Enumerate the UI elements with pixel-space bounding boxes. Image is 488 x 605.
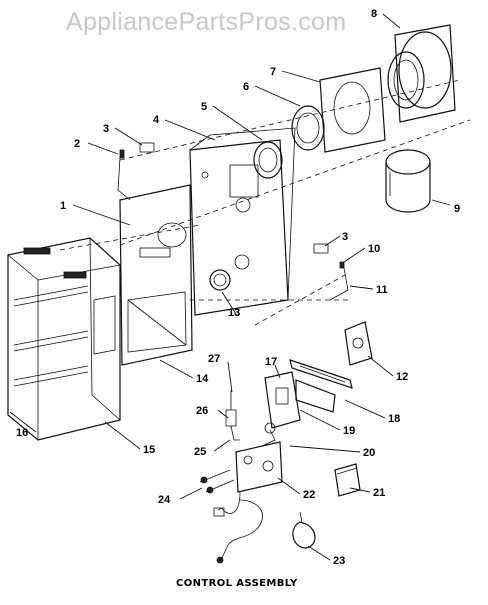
burner-assembly (264, 359, 353, 429)
callout-9: 9 (454, 203, 460, 215)
callout-22: 22 (303, 489, 315, 501)
callout-5: 5 (201, 101, 207, 113)
callout-16: 16 (16, 427, 28, 439)
callout-7: 7 (270, 66, 276, 78)
callout-6: 6 (243, 81, 249, 93)
callout-21: 21 (373, 487, 385, 499)
callout-3b: 3 (342, 231, 348, 243)
assembly-guide-lines (59, 79, 471, 326)
callout-27: 27 (208, 353, 220, 365)
callout-labels: 1 2 3 3 4 5 6 7 8 9 10 11 12 13 14 15 16… (16, 8, 460, 567)
callout-10: 10 (368, 243, 380, 255)
flue-gaskets (253, 67, 386, 179)
watermark: AppliancePartsPros.com (66, 8, 347, 36)
pilot-tubing (213, 491, 263, 564)
callout-11: 11 (376, 284, 388, 296)
callout-20: 20 (363, 447, 375, 459)
back-housing (189, 127, 296, 316)
fittings (199, 390, 240, 494)
callout-15: 15 (143, 444, 155, 456)
callout-leaders (9, 13, 451, 561)
callout-25: 25 (194, 446, 206, 458)
thermocouple (292, 511, 316, 549)
piezo-igniter (334, 463, 361, 497)
callout-3a: 3 (103, 123, 109, 135)
callout-2: 2 (74, 138, 80, 150)
diagram-caption: CONTROL ASSEMBLY (176, 578, 298, 589)
callout-4: 4 (153, 114, 160, 126)
callout-8: 8 (371, 8, 377, 20)
callout-17: 17 (265, 356, 277, 368)
callout-12: 12 (396, 371, 408, 383)
vent-terminal (385, 149, 431, 213)
callout-1: 1 (60, 200, 66, 212)
callout-14: 14 (196, 373, 209, 385)
callout-26: 26 (196, 405, 208, 417)
firebox-panel (119, 184, 193, 366)
callout-18: 18 (388, 413, 400, 425)
bracket (344, 321, 373, 366)
gas-valve (235, 422, 283, 493)
outer-casing (7, 237, 121, 441)
callout-23: 23 (333, 555, 345, 567)
vent-cap (387, 24, 456, 123)
mounting-clips (117, 142, 349, 301)
burner-ring (209, 269, 231, 291)
callout-19: 19 (343, 425, 355, 437)
callout-13: 13 (228, 307, 240, 319)
callout-24: 24 (158, 494, 171, 506)
